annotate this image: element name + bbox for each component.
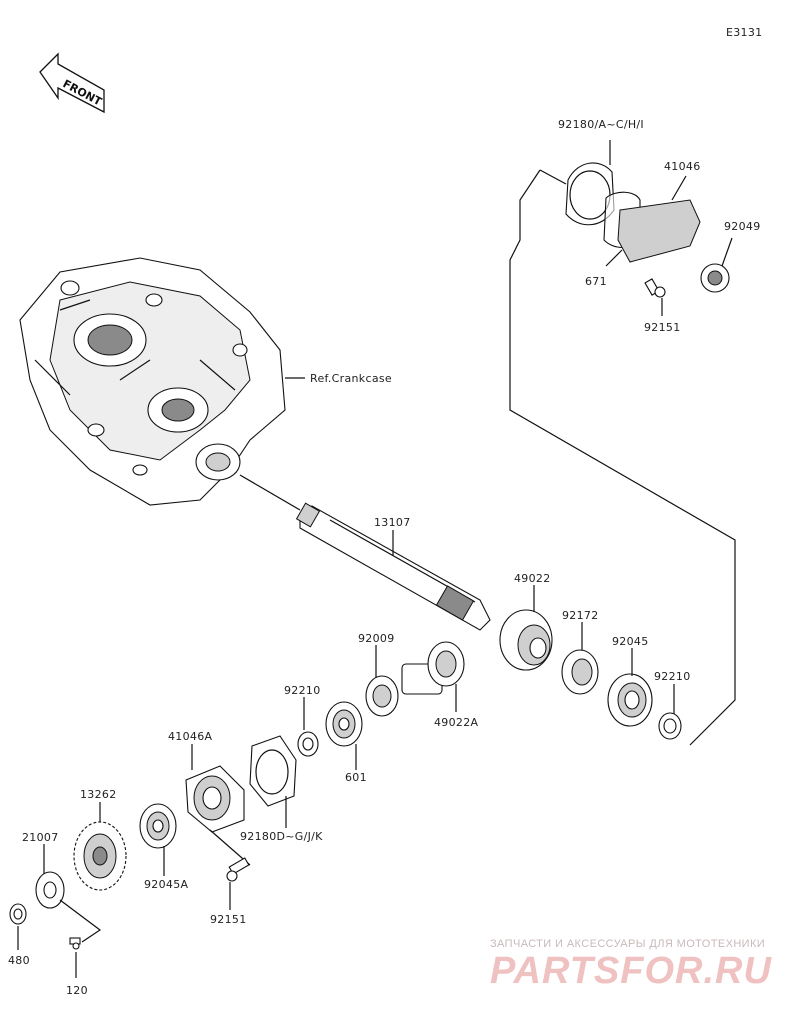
watermark-logo[interactable]: PARTSFOR.RU [490, 950, 772, 992]
shaft-13107 [295, 502, 491, 631]
label-120: 120 [66, 984, 88, 997]
housing-41046A [185, 765, 245, 833]
label-480: 480 [8, 954, 30, 967]
gear-49022A [401, 641, 465, 695]
label-92045: 92045 [612, 635, 649, 648]
label-92045A: 92045A [144, 878, 188, 891]
label-92049: 92049 [724, 220, 761, 233]
gear-13262 [73, 821, 127, 891]
plate-21007 [35, 871, 65, 909]
label-671: 671 [585, 275, 607, 288]
label-49022A: 49022A [434, 716, 478, 729]
ref-crankcase-label: Ref.Crankcase [310, 372, 392, 385]
bearing-601 [325, 701, 363, 747]
gasket-92180D [249, 735, 297, 807]
bearing-92045A [139, 803, 177, 849]
bearing-92045 [607, 673, 653, 727]
top-cover-assembly [565, 162, 730, 298]
label-92210-right: 92210 [654, 670, 691, 683]
label-92151-top: 92151 [644, 321, 681, 334]
label-601: 601 [345, 771, 367, 784]
label-13262: 13262 [80, 788, 117, 801]
label-92210-left: 92210 [284, 684, 321, 697]
label-92009: 92009 [358, 632, 395, 645]
crankcase-illustration [19, 257, 286, 506]
circlip-92210-left [297, 731, 319, 757]
gear-49022 [499, 609, 553, 671]
label-49022: 49022 [514, 572, 551, 585]
circlip-480 [9, 903, 27, 925]
label-41046: 41046 [664, 160, 701, 173]
label-13107: 13107 [374, 516, 411, 529]
label-92180-top: 92180/A~C/H/I [558, 118, 644, 131]
label-41046A: 41046A [168, 730, 212, 743]
seal-92172 [561, 649, 599, 695]
watermark-tagline: ЗАПЧАСТИ И АКСЕССУАРЫ ДЛЯ МОТОТЕХНИКИ [490, 938, 766, 950]
label-92180-bottom: 92180D~G/J/K [240, 830, 323, 843]
label-92151-bottom: 92151 [210, 913, 247, 926]
bolt-92151-bottom [226, 857, 250, 882]
circlip-92210-right [658, 712, 682, 740]
bolt-120 [69, 937, 81, 950]
diagram-code: E3131 [726, 26, 762, 39]
seal-92009 [365, 675, 399, 717]
label-92172: 92172 [562, 609, 599, 622]
front-arrow-icon: FRONT [39, 52, 105, 114]
label-21007: 21007 [22, 831, 59, 844]
